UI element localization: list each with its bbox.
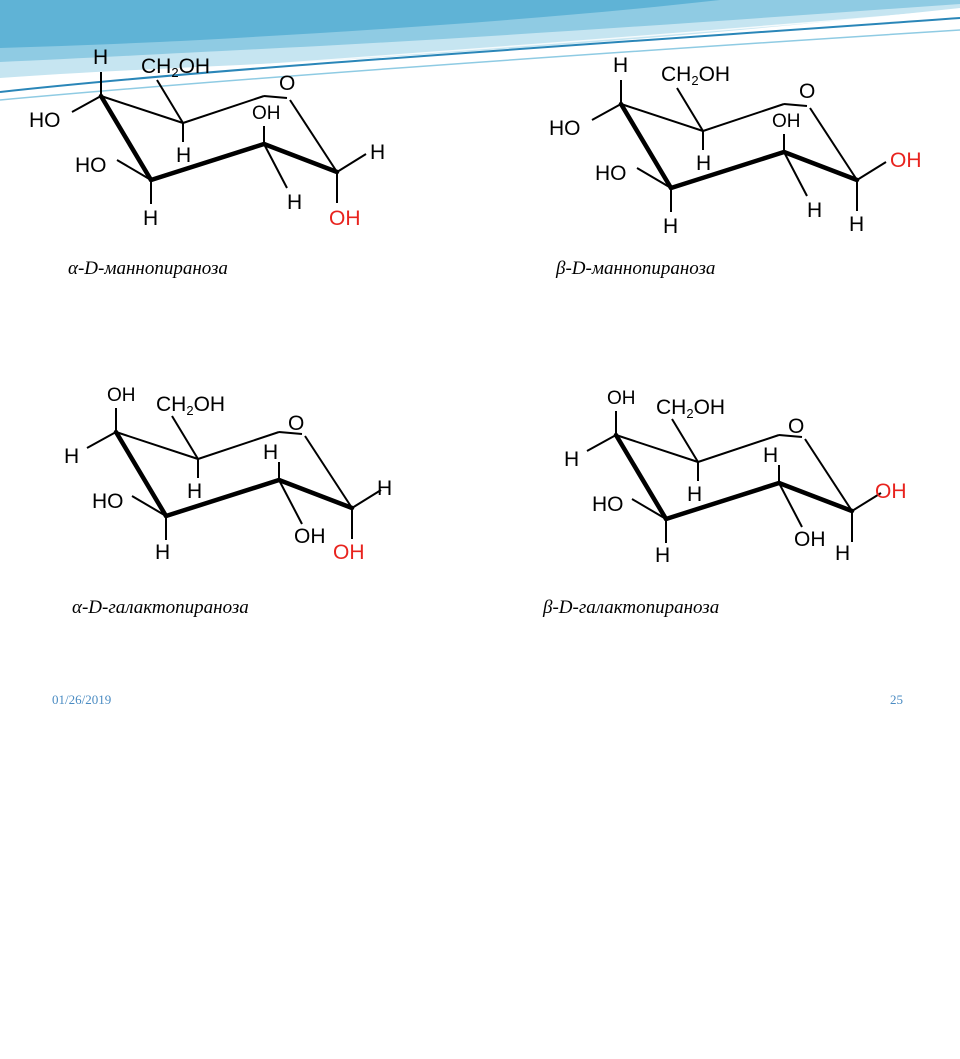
c1-up-label: OH	[875, 480, 907, 503]
molecule-alpha-d-mannopyranose: H CH2OH O HO OH H H HO H H OH	[29, 46, 386, 230]
c3-left-label: HO	[592, 493, 624, 516]
c1-down-label: H	[849, 213, 865, 236]
c4-bottom-label: H	[176, 144, 192, 167]
c1-down-label: OH	[333, 541, 365, 564]
c4-left-label: H	[564, 448, 580, 471]
ring-oxygen-label: O	[788, 415, 805, 438]
ring-oxygen-label: O	[279, 72, 296, 95]
caption-beta-d-mannopyranose: β-D-маннопираноза	[556, 258, 716, 279]
footer-page-number: 25	[890, 692, 903, 707]
footer-date: 01/26/2019	[52, 692, 112, 707]
c4-left-label: H	[64, 445, 80, 468]
c5-top-label: OH	[107, 385, 136, 406]
c1-up-label: H	[377, 477, 393, 500]
c5-top-label: H	[93, 46, 109, 69]
pyranose-ring-bonds	[71, 72, 367, 204]
c2-top-label: OH	[252, 103, 281, 124]
ring-oxygen-label: O	[799, 80, 816, 103]
c4-left-label: HO	[29, 109, 61, 132]
c4-left-label: HO	[549, 117, 581, 140]
c1-down-label: OH	[329, 207, 361, 230]
c3-bottom-label: H	[655, 544, 671, 567]
c3-bottom-label: H	[143, 207, 159, 230]
c1-up-label: OH	[890, 149, 922, 172]
pyranose-ring-bonds	[586, 411, 882, 543]
molecule-alpha-d-galactopyranose: OH CH2OH O H H H H HO OH H OH	[15, 336, 960, 1056]
slide: H CH2OH O HO OH H H HO H H OH	[0, 0, 960, 707]
ch2oh-label: CH2OH	[156, 393, 226, 418]
c4-bottom-label: H	[687, 483, 703, 506]
c3-left-label: HO	[92, 490, 124, 513]
pyranose-ring-bonds	[591, 80, 887, 212]
c1-up-label: H	[370, 141, 386, 164]
ch2oh-label: CH2OH	[661, 63, 731, 88]
ch2oh-label: CH2OH	[656, 396, 726, 421]
c2-top-label: H	[263, 441, 279, 464]
c2-bottom-label: H	[287, 191, 303, 214]
c2-bottom-label: OH	[794, 528, 826, 551]
caption-alpha-d-mannopyranose: α-D-маннопираноза	[68, 258, 228, 279]
ch2oh-label: CH2OH	[141, 55, 211, 80]
molecule-beta-d-mannopyranose: H CH2OH O HO OH H OH HO H H H	[520, 8, 960, 728]
c2-top-label: OH	[772, 111, 801, 132]
c5-top-label: OH	[607, 388, 636, 409]
c3-left-label: HO	[595, 162, 627, 185]
c5-top-label: H	[613, 54, 629, 77]
c2-bottom-label: OH	[294, 525, 326, 548]
c1-down-label: H	[835, 542, 851, 565]
c3-bottom-label: H	[155, 541, 171, 564]
c2-top-label: H	[763, 444, 779, 467]
molecule-beta-d-galactopyranose: OH CH2OH O H H H OH HO OH H H	[515, 339, 960, 1059]
caption-alpha-d-galactopyranose: α-D-галактопираноза	[72, 597, 249, 618]
c3-bottom-label: H	[663, 215, 679, 238]
c2-bottom-label: H	[807, 199, 823, 222]
caption-beta-d-galactopyranose: β-D-галактопираноза	[543, 597, 720, 618]
c4-bottom-label: H	[187, 480, 203, 503]
c4-bottom-label: H	[696, 152, 712, 175]
c3-left-label: HO	[75, 154, 107, 177]
pyranose-ring-bonds	[86, 408, 382, 540]
ring-oxygen-label: O	[288, 412, 305, 435]
